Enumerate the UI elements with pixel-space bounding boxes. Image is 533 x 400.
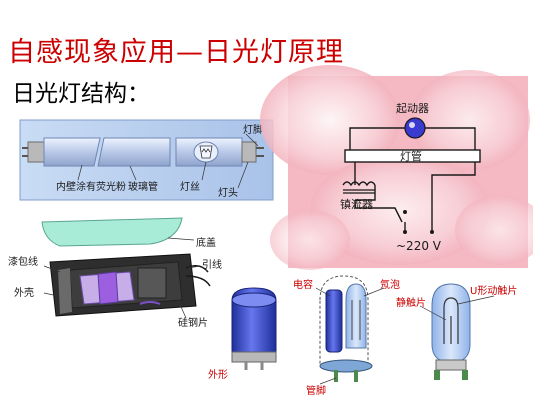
ballast-coil — [342, 181, 376, 187]
ballast-bottom-cover — [41, 217, 183, 247]
label-filament: 灯丝 — [180, 181, 200, 193]
label-bottom-cover: 底盖 — [196, 236, 216, 249]
label-starter: 起动器 — [396, 102, 429, 115]
circuit-panel: 起动器 灯管 镇流器 ~220 V — [260, 65, 533, 270]
label-ballast: 镇流器 — [340, 197, 373, 211]
label-voltage: ~220 V — [396, 239, 442, 253]
section-heading: 日光灯结构： — [12, 81, 150, 107]
label-phosphor: 内壁涂有荧光粉 — [56, 180, 126, 193]
label-starter-pins: 管脚 — [306, 384, 326, 397]
label-static-contact: 静触片 — [396, 296, 426, 309]
page-title: 自感现象应用—日光灯原理 — [8, 37, 344, 68]
label-neon-bulb: 氖泡 — [380, 278, 400, 291]
label-shell: 外壳 — [14, 286, 34, 299]
label-pins: 灯脚 — [243, 123, 263, 136]
capacitor — [325, 289, 343, 353]
label-tube: 灯管 — [400, 149, 422, 163]
tube-panel: 灯脚 内壁涂有荧光粉 玻璃管 灯丝 灯头 — [19, 119, 274, 201]
label-lead-wire: 引线 — [202, 258, 222, 271]
starter-inner-panel: 电容 氖泡 管脚 — [293, 275, 400, 397]
u-contact — [443, 297, 459, 344]
starter-case-panel: 外形 — [208, 287, 277, 381]
label-glass-tube: 玻璃管 — [128, 180, 158, 193]
label-wrap-wire: 漆包线 — [8, 255, 38, 268]
label-u-contact: U形动触片 — [470, 284, 517, 297]
ballast-panel: 底盖 漆包线 引线 外壳 硅钢片 — [8, 217, 222, 329]
label-silicon-steel: 硅钢片 — [178, 316, 208, 329]
label-capacitor: 电容 — [293, 278, 313, 291]
label-appearance: 外形 — [208, 369, 228, 381]
neon-bulb-detail-panel: U形动触片 静触片 — [396, 283, 517, 380]
starter-bulb — [404, 117, 426, 139]
circuit-wires — [344, 127, 481, 232]
neon-bulb — [345, 283, 367, 349]
label-cap: 灯头 — [218, 187, 238, 199]
